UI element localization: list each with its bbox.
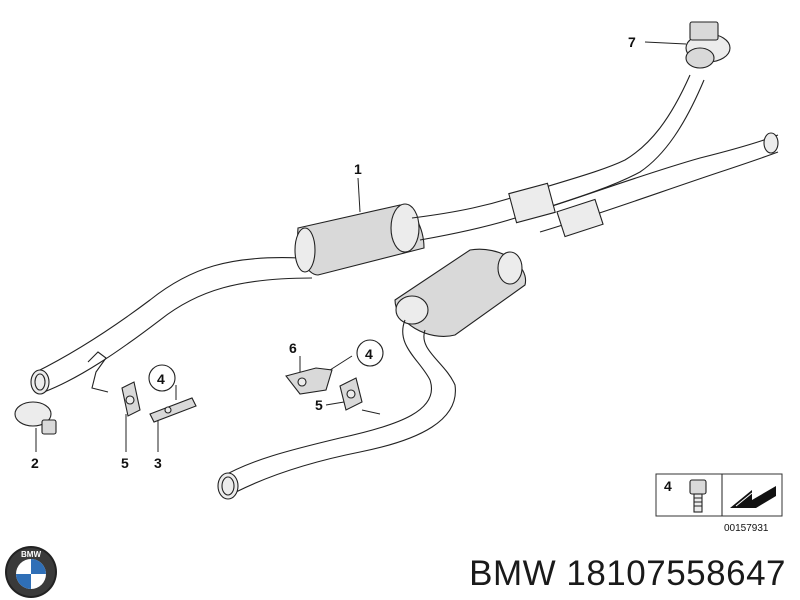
callout-2: 2 <box>31 455 39 471</box>
logo-lettering: BMW <box>21 550 41 559</box>
reference-item-number: 4 <box>664 478 672 494</box>
bmw-logo: BMW <box>5 546 57 598</box>
callout-4b-circle <box>356 339 384 367</box>
rear-muffler <box>394 248 527 337</box>
callout-5a: 5 <box>121 455 129 471</box>
part-number-caption: BMW 18107558647 <box>469 554 786 594</box>
right-outlet-flange <box>217 472 239 500</box>
center-muffler <box>294 203 425 276</box>
leader-lines <box>35 41 687 452</box>
callout-7: 7 <box>628 34 636 50</box>
rubber-mount-5b <box>339 377 381 415</box>
left-pipe <box>30 257 313 395</box>
reference-box: 4 00157931 <box>655 473 783 534</box>
callout-6: 6 <box>289 340 297 356</box>
left-inlet-flange <box>30 369 50 395</box>
brand-name: BMW <box>469 554 557 593</box>
rubber-mount-5a <box>121 381 141 417</box>
lower-pipe <box>217 319 456 500</box>
diagram-code: 00157931 <box>724 523 769 534</box>
callout-4a-circle <box>148 364 176 392</box>
arrow-icon <box>730 486 776 508</box>
hanger-bracket <box>87 351 109 393</box>
callout-1: 1 <box>354 161 362 177</box>
bracket-6 <box>285 367 333 395</box>
upper-crossover-pipe <box>411 74 779 241</box>
bracket-3 <box>149 397 197 423</box>
part-number: 18107558647 <box>566 554 786 593</box>
callouts: 1 7 2 5 3 6 5 4 4 <box>31 34 636 471</box>
callout-4a: 4 <box>157 371 165 387</box>
bolt-icon <box>689 479 707 513</box>
callout-5b: 5 <box>315 397 323 413</box>
clamp-7 <box>685 21 731 69</box>
clamp-2 <box>14 401 57 435</box>
callout-4b: 4 <box>365 346 373 362</box>
callout-3: 3 <box>154 455 162 471</box>
